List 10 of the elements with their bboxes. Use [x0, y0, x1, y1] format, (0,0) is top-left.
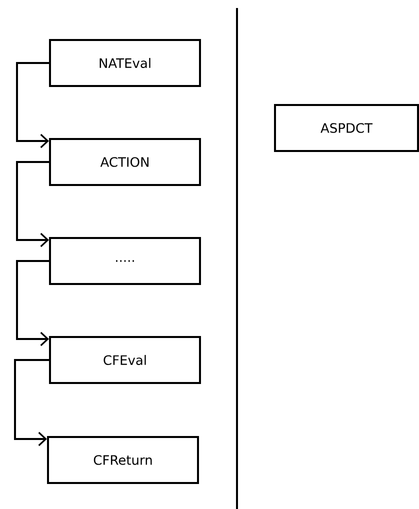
arrow: [16, 161, 49, 248]
process-box: ASPDCT: [274, 104, 419, 152]
process-box: CFEval: [49, 336, 201, 384]
process-box: NATEval: [49, 39, 201, 87]
process-box: CFReturn: [47, 436, 199, 484]
arrow: [16, 62, 49, 148]
process-box: ACTION: [49, 138, 201, 186]
process-box: .....: [49, 237, 201, 285]
arrow: [16, 260, 49, 346]
arrow: [14, 359, 49, 446]
